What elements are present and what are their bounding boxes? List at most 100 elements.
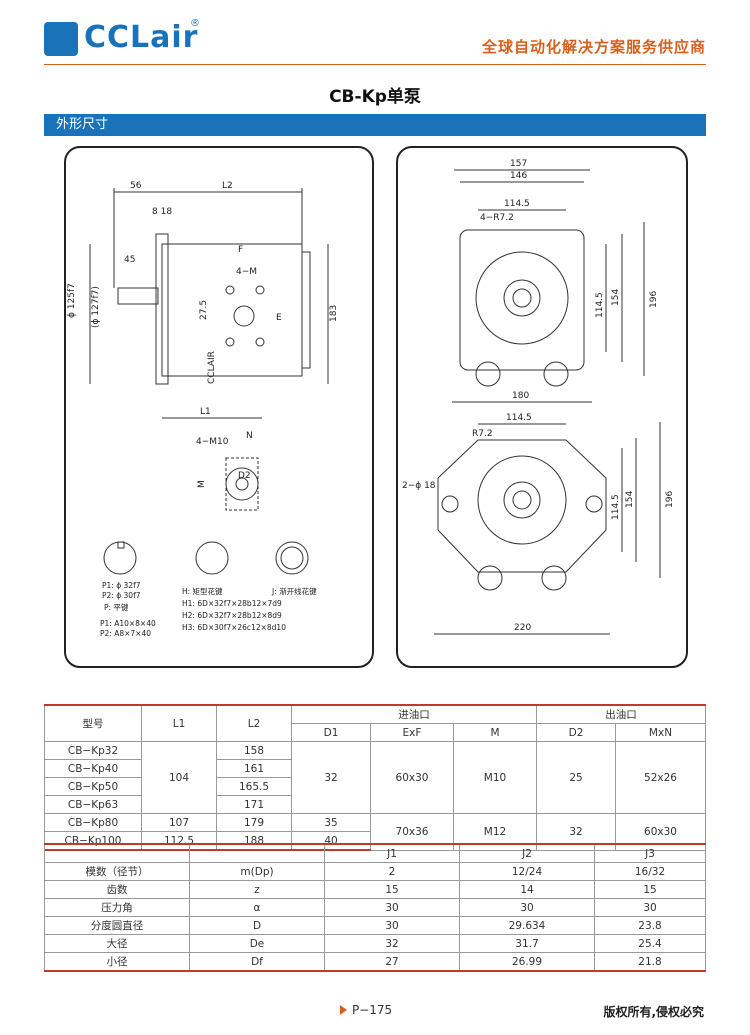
th-d1: D1 [291,723,371,742]
model-cell: CB−Kp63 [44,795,142,814]
th-m: M [453,723,537,742]
page-number: P−175 [352,1003,393,1017]
table-row: 压力角 α 30 30 30 [44,898,706,917]
j3-value: 15 [594,880,706,899]
param-name: 齿数 [44,880,190,899]
table-row: CB−Kp32 104 158 32 60x30 M10 25 52x26 [44,741,706,814]
dim-4-m: 4−M [236,267,257,277]
shaft-p-line-5: P2: A8×7×40 [100,629,151,638]
table-row: 模数（径节） m(Dp) 2 12/24 16/32 [44,862,706,881]
page-header: CCLair ® 全球自动化解决方案服务供应商 [0,0,750,68]
m-cell: M10 [453,741,537,814]
j3-value: 25.4 [594,934,706,953]
dim-bottom-196: 196 [665,491,675,508]
drawing-panel-flange-views: 157 146 114.5 4−R7.2 114.5 154 196 180 1… [396,146,688,668]
page-arrow-icon [340,1005,347,1015]
j3-value: 16/32 [594,862,706,881]
dim-top-196: 196 [649,291,659,308]
th-j3: J3 [594,843,706,863]
th-blank-1 [44,843,190,863]
dim-dia-127: (ϕ 127f7) [91,286,101,328]
dim-146: 146 [510,171,527,181]
l2-cell: 171 [216,795,292,814]
j1-value: 30 [324,916,460,935]
model-dimension-table: 型号 L1 L2 进油口 出油口 D1 ExF M D2 MxN CB−Kp32… [44,704,706,851]
dim-dia-125: ϕ 125f7 [67,283,77,318]
header-divider [44,64,706,65]
d1-cell: 32 [291,741,371,814]
dim-4-m10: 4−M10 [196,437,229,447]
l2-cell: 161 [216,759,292,778]
j1-value: 30 [324,898,460,917]
logo-icon [44,22,78,56]
param-name: 模数（径节） [44,862,190,881]
copyright-notice: 版权所有,侵权必究 [603,1005,704,1019]
logo-text: CCLair [84,20,199,55]
th-inlet: 进油口 [291,704,537,724]
dim-l1: L1 [200,407,211,417]
table-row: CB−Kp50 165.5 [44,777,706,796]
shaft-h-line-3: H2: 6D×32f7×28b12×8d9 [182,611,282,620]
j3-value: 21.8 [594,952,706,972]
param-name: 大径 [44,934,190,953]
th-model: 型号 [44,704,142,742]
drawing-panel-side-view: 56 L2 8 18 45 ϕ 125f7 (ϕ 127f7) F 4−M 27… [64,146,374,668]
l1-cell: 107 [141,813,217,832]
slogan: 全球自动化解决方案服务供应商 [481,38,706,56]
dim-45: 45 [124,255,135,265]
spline-parameter-table: J1 J2 J3 模数（径节） m(Dp) 2 12/24 16/32 齿数 z… [44,843,706,972]
j3-value: 23.8 [594,916,706,935]
th-blank-2 [189,843,325,863]
param-symbol: m(Dp) [189,862,325,881]
l2-cell: 165.5 [216,777,292,796]
dim-180: 180 [512,391,529,401]
table-row: CB−Kp80 107 179 35 70x36 M12 32 60x30 [44,813,706,851]
dim-157: 157 [510,159,527,169]
shaft-p-line-3: P: 平键 [104,602,129,612]
dim-n: N [246,431,253,441]
section-heading: 外形尺寸 [44,114,706,136]
d1-cell: 35 [291,813,371,832]
j1-value: 15 [324,880,460,899]
j1-value: 32 [324,934,460,953]
dim-l2: L2 [222,181,233,191]
th-outlet: 出油口 [536,704,706,724]
dim-e: E [276,313,282,323]
table-row: CB−Kp40 161 [44,759,706,778]
table-row: 齿数 z 15 14 15 [44,880,706,899]
param-symbol: α [189,898,325,917]
th-d2: D2 [536,723,616,742]
flange-views-drawing: 157 146 114.5 4−R7.2 114.5 154 196 180 1… [402,159,675,635]
dim-f: F [238,245,243,255]
param-symbol: Df [189,952,325,972]
dim-bottom-v-114-5: 114.5 [611,494,621,520]
param-name: 小径 [44,952,190,972]
shaft-p-line-1: P1: ϕ 32f7 [102,581,141,590]
l2-cell: 179 [216,813,292,832]
dim-2-phi-18: 2−ϕ 18 [402,481,436,491]
page-title: CB-Kp单泵 [329,87,421,107]
th-l1: L1 [141,704,217,742]
j2-value: 26.99 [459,952,595,972]
l2-cell: 158 [216,741,292,760]
table-row: CB−Kp63 171 [44,795,706,814]
dim-top-154: 154 [611,289,621,306]
table-row: 大径 De 32 31.7 25.4 [44,934,706,953]
dim-220: 220 [514,623,531,633]
dim-183: 183 [329,305,339,322]
th-j1: J1 [324,843,460,863]
shaft-h-line-4: H3: 6D×30f7×26c12×8d10 [182,623,286,632]
side-view-drawing: 56 L2 8 18 45 ϕ 125f7 (ϕ 127f7) F 4−M 27… [67,181,339,638]
param-symbol: D [189,916,325,935]
j2-value: 14 [459,880,595,899]
param-name: 压力角 [44,898,190,917]
mxn-cell: 52x26 [615,741,706,814]
dim-top-v-114-5: 114.5 [595,292,605,318]
dim-8-18: 8 18 [152,207,172,217]
dim-d2: D2 [238,471,251,481]
dim-r7-2: R7.2 [472,429,493,439]
body-brand-mark: CCLAIR [207,351,217,384]
j2-value: 30 [459,898,595,917]
j2-value: 29.634 [459,916,595,935]
dim-4-r7-2: 4−R7.2 [480,213,514,223]
